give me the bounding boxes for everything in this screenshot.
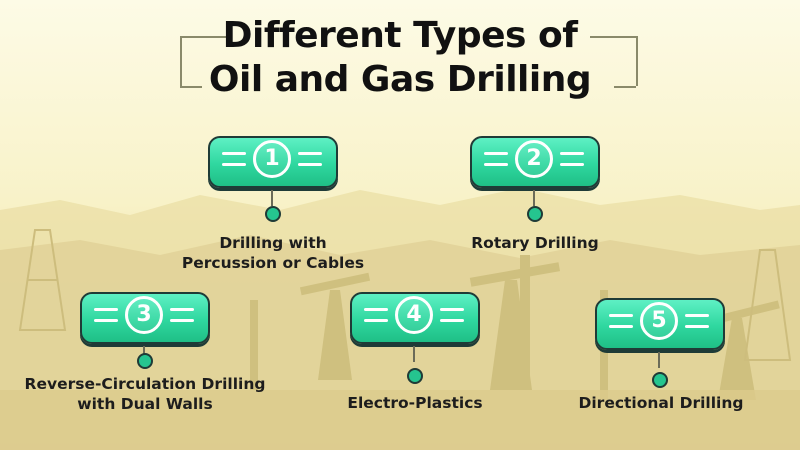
connector-dot <box>137 353 153 369</box>
badge-lines-icon <box>222 152 246 168</box>
title-line-1: Different Types of <box>222 15 578 56</box>
step-label-line: Directional Drilling <box>578 394 744 412</box>
step-label-1: Drilling with Percussion or Cables <box>160 233 386 273</box>
connector-line <box>533 190 535 206</box>
step-label-line: Reverse-Circulation Drilling <box>24 375 266 393</box>
step-badge-5: 5 <box>595 298 725 350</box>
badge-lines-icon <box>94 308 118 324</box>
step-label-line: with Dual Walls <box>77 395 213 413</box>
connector-line <box>271 190 273 206</box>
step-badge-3: 3 <box>80 292 210 344</box>
connector-line <box>413 346 415 362</box>
badge-lines-icon <box>170 308 194 324</box>
title-bracket-left <box>180 36 182 86</box>
step-badge-4: 4 <box>350 292 480 344</box>
step-label-line: Drilling with <box>219 234 327 252</box>
step-label-5: Directional Drilling <box>556 393 766 413</box>
connector-dot <box>527 206 543 222</box>
connector-dot <box>407 368 423 384</box>
page-title: Different Types of Oil and Gas Drilling <box>0 14 800 102</box>
connector-line <box>658 352 660 368</box>
connector-dot <box>652 372 668 388</box>
step-number: 5 <box>640 302 678 340</box>
badge-lines-icon <box>685 314 709 330</box>
step-badge-1: 1 <box>208 136 338 188</box>
badge-lines-icon <box>560 152 584 168</box>
badge-lines-icon <box>298 152 322 168</box>
step-number: 2 <box>515 140 553 178</box>
step-number: 4 <box>395 296 433 334</box>
step-label-line: Percussion or Cables <box>181 254 365 272</box>
step-label-line: Rotary Drilling <box>471 234 599 252</box>
step-badge-2: 2 <box>470 136 600 188</box>
title-bracket-left-foot <box>180 86 202 88</box>
step-label-2: Rotary Drilling <box>430 233 640 253</box>
badge-lines-icon <box>609 314 633 330</box>
step-label-line: Electro-Plastics <box>347 394 483 412</box>
title-bracket-right-foot <box>614 86 636 88</box>
title-bracket-right-top <box>590 36 636 38</box>
badge-lines-icon <box>484 152 508 168</box>
step-label-4: Electro-Plastics <box>310 393 520 413</box>
connector-dot <box>265 206 281 222</box>
step-number: 3 <box>125 296 163 334</box>
title-bracket-right <box>636 36 638 86</box>
title-line-2: Oil and Gas Drilling <box>208 59 592 100</box>
badge-lines-icon <box>440 308 464 324</box>
step-label-3: Reverse-Circulation Drilling with Dual W… <box>14 374 276 414</box>
badge-lines-icon <box>364 308 388 324</box>
step-number: 1 <box>253 140 291 178</box>
